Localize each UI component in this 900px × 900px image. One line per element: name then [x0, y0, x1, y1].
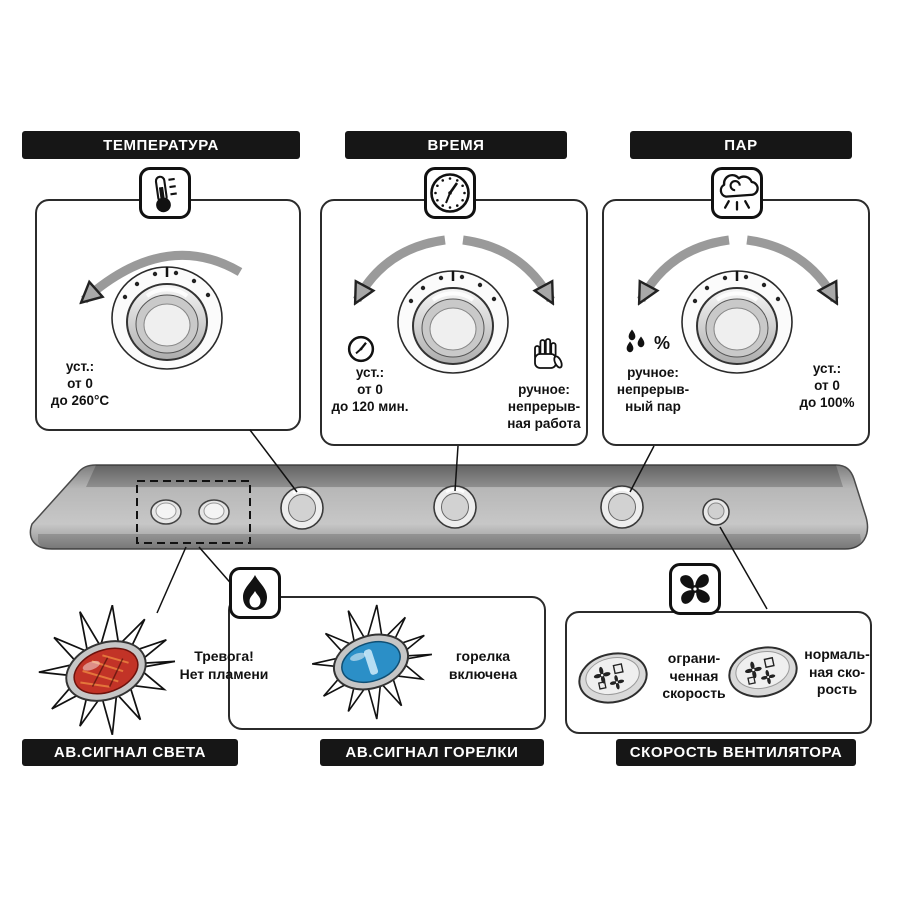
- time-knob-on-panel: [432, 484, 478, 530]
- flame-icon: [243, 575, 267, 610]
- water-drops-icon: [626, 329, 645, 353]
- temperature-header-label: ТЕМПЕРАТУРА: [103, 136, 219, 154]
- temperature-set-text: уст.: от 0 до 260°C: [50, 359, 110, 408]
- flame-alarm-text: Тревога! Нет пламени: [179, 648, 269, 682]
- burner-signal-label: АВ.СИГНАЛ ГОРЕЛКИ: [345, 744, 519, 761]
- temperature-header: ТЕМПЕРАТУРА: [22, 131, 300, 159]
- temperature-ccw-arrow: [84, 250, 243, 300]
- burner-signal-panel: [228, 596, 546, 730]
- thermometer-icon-box: [139, 167, 191, 219]
- small-clock-icon: [347, 335, 375, 363]
- temperature-dial-illustration: [110, 265, 224, 371]
- steam-ccw-arrow: [637, 235, 730, 300]
- steam-dial-illustration: [680, 269, 794, 375]
- flame-alarm-starburst: [38, 604, 176, 736]
- fan-limited-speed-text: ограни- ченная скорость: [662, 650, 726, 702]
- steam-icon-box: [711, 167, 763, 219]
- fan-speed-normal-button: [728, 646, 798, 698]
- clock-icon: [430, 173, 470, 213]
- steam-manual-text: ручное: непрерыв- ный пар: [616, 365, 690, 414]
- time-set-text: уст.: от 0 до 120 мин.: [331, 365, 409, 414]
- fan-speed-button-on-panel: [702, 498, 730, 526]
- steam-header-label: ПАР: [724, 136, 758, 154]
- dial-rotation-arrows: [84, 235, 839, 300]
- time-cw-arrow: [462, 235, 555, 300]
- steam-percent-symbol: %: [654, 333, 671, 353]
- time-header: ВРЕМЯ: [345, 131, 567, 159]
- burner-lamp-on-panel: [198, 499, 230, 525]
- flame-alarm-lamp-icon: [65, 640, 147, 702]
- flame-icon-box: [229, 567, 281, 619]
- thermometer-icon: [154, 175, 177, 213]
- steam-icon: [719, 174, 759, 211]
- fan-speed-label-bar: СКОРОСТЬ ВЕНТИЛЯТОРА: [616, 739, 856, 766]
- temperature-knob-on-panel: [279, 485, 325, 531]
- hand-icon: [534, 338, 563, 369]
- flame-alarm-label-bar: АВ.СИГНАЛ СВЕТА: [22, 739, 238, 766]
- burner-signal-text: горелка включена: [448, 648, 518, 682]
- fan-speed-limited-button: [578, 652, 648, 704]
- small-clock-icon-wrap: [345, 333, 377, 365]
- water-drops-icon-wrap: [618, 326, 654, 362]
- burner-signal-starburst: [311, 604, 433, 720]
- flame-alarm-label: АВ.СИГНАЛ СВЕТА: [53, 744, 207, 761]
- clock-icon-box: [424, 167, 476, 219]
- burner-signal-label-bar: АВ.СИГНАЛ ГОРЕЛКИ: [320, 739, 544, 766]
- steam-knob-on-panel: [599, 484, 645, 530]
- fan-speed-label: СКОРОСТЬ ВЕНТИЛЯТОРА: [629, 744, 843, 761]
- steam-cw-arrow: [746, 235, 839, 300]
- hand-icon-wrap: [528, 334, 564, 374]
- fan-speed-panel: [565, 611, 872, 734]
- time-ccw-arrow: [353, 235, 446, 300]
- signal-lamps-dashed-box: [136, 480, 251, 544]
- fan-icon: [680, 574, 710, 604]
- time-dial-illustration: [396, 269, 510, 375]
- steam-set-text: уст.: от 0 до 100%: [799, 361, 855, 410]
- time-manual-text: ручное: непрерыв- ная работа: [507, 382, 581, 431]
- fan-icon-box: [669, 563, 721, 615]
- steam-header: ПАР: [630, 131, 852, 159]
- fan-normal-speed-text: нормаль- ная ско- рость: [804, 646, 870, 698]
- burner-lamp-icon: [332, 633, 410, 691]
- time-header-label: ВРЕМЯ: [427, 136, 485, 154]
- flame-alarm-lamp-on-panel: [150, 499, 182, 525]
